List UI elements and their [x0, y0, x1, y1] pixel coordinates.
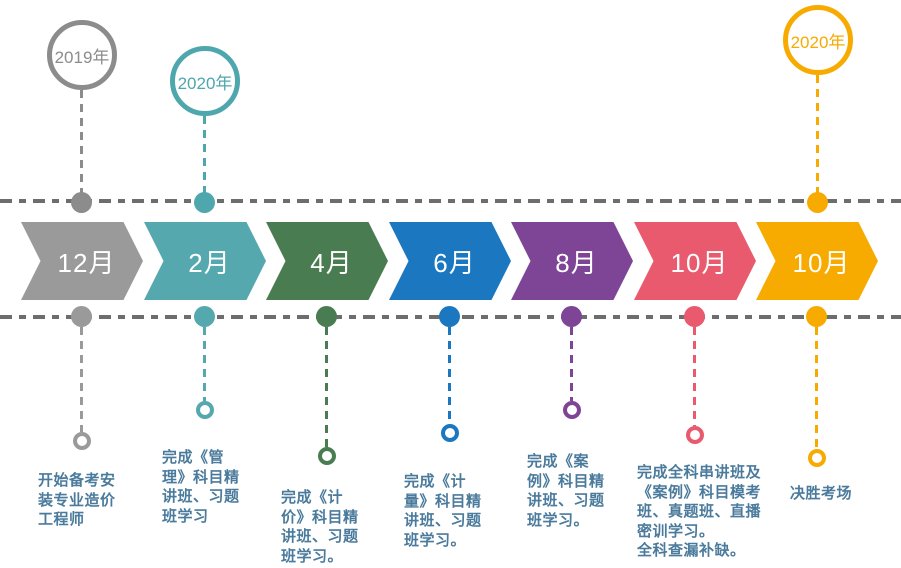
- timeline-dot: [806, 306, 827, 327]
- dashed-connector: [203, 116, 206, 193]
- dashed-connector: [816, 75, 819, 193]
- year-circle: 2019年: [47, 20, 117, 90]
- month-chevron: 8月: [511, 222, 633, 300]
- year-marker-2019: 2019年: [47, 20, 117, 250]
- timeline-dot: [71, 306, 92, 327]
- month-chevron: 4月: [266, 222, 388, 300]
- month-label: 2月: [188, 247, 231, 278]
- month-label: 12月: [57, 247, 116, 278]
- timeline-dot: [316, 306, 337, 327]
- year-label: 2019年: [54, 47, 110, 67]
- milestone-ring: [563, 401, 581, 419]
- milestone-description: 完成《计 价》科目精 讲班、习题 班学习。: [281, 489, 359, 565]
- milestone-description: 决胜考场: [790, 485, 853, 502]
- timeline-dot: [194, 192, 215, 213]
- timeline-dot: [194, 306, 215, 327]
- timeline-dot: [807, 192, 828, 213]
- timeline-column-oct: 10月 完成全科串讲班及 《案例》科目模考 班、真题班、直播 密训学习。 全科查…: [634, 0, 784, 568]
- month-label: 10月: [670, 247, 729, 278]
- milestone-description: 完成《管 理》科目精 讲班、习题 班学习: [162, 449, 240, 525]
- timeline-column-aug: 8月 完成《案 例》科目精 讲班、习题 班学习。: [511, 0, 661, 568]
- month-label: 4月: [310, 247, 353, 278]
- year-circle: 2020年: [170, 46, 240, 116]
- month-chevron: 6月: [389, 222, 511, 300]
- timeline-column-jun: 6月 完成《计 量》科目精 讲班、习题 班学习。: [389, 0, 539, 568]
- month-label: 6月: [433, 247, 476, 278]
- dashed-connector: [80, 90, 83, 193]
- timeline-dot: [684, 306, 705, 327]
- timeline-column-oct-exam: 10月 决胜考场: [756, 0, 901, 568]
- timeline-column-feb: 2月 完成《管 理》科目精 讲班、习题 班学习: [144, 0, 294, 568]
- milestone-ring: [441, 424, 459, 442]
- timeline-rail-top: [0, 199, 901, 203]
- milestone-description: 完成全科串讲班及 《案例》科目模考 班、真题班、直播 密训学习。 全科查漏补缺。: [637, 464, 762, 559]
- month-chevron: 12月: [21, 222, 143, 300]
- month-chevron: 2月: [144, 222, 266, 300]
- dashed-connector: [570, 327, 573, 401]
- timeline-column-apr: 4月 完成《计 价》科目精 讲班、习题 班学习。: [266, 0, 416, 568]
- year-marker-2020-exam: 2020年: [783, 5, 853, 235]
- year-label: 2020年: [790, 32, 846, 52]
- dashed-connector: [325, 327, 328, 447]
- month-chevron: 10月: [634, 222, 756, 300]
- dashed-connector: [693, 327, 696, 426]
- month-label: 10月: [792, 247, 851, 278]
- year-label: 2020年: [177, 73, 233, 93]
- timeline-column-dec: 12月 开始备考安 装专业造价 工程师: [21, 0, 171, 568]
- timeline-dot: [561, 306, 582, 327]
- milestone-ring: [73, 432, 91, 450]
- dashed-connector: [448, 327, 451, 424]
- month-chevron: 10月: [756, 222, 878, 300]
- month-label: 8月: [555, 247, 598, 278]
- milestone-description: 开始备考安 装专业造价 工程师: [38, 472, 116, 528]
- timeline-dot: [439, 306, 460, 327]
- milestone-description: 完成《计 量》科目精 讲班、习题 班学习。: [404, 473, 482, 549]
- milestone-description: 完成《案 例》科目精 讲班、习题 班学习。: [527, 453, 605, 529]
- milestone-ring: [196, 401, 214, 419]
- milestone-ring: [686, 426, 704, 444]
- dashed-connector: [80, 327, 83, 432]
- dashed-connector: [815, 327, 818, 449]
- dashed-connector: [203, 327, 206, 401]
- milestone-ring: [318, 447, 336, 465]
- year-circle: 2020年: [783, 5, 853, 75]
- milestone-ring: [808, 449, 826, 467]
- year-marker-2020-start: 2020年: [170, 46, 240, 276]
- timeline-dot: [71, 192, 92, 213]
